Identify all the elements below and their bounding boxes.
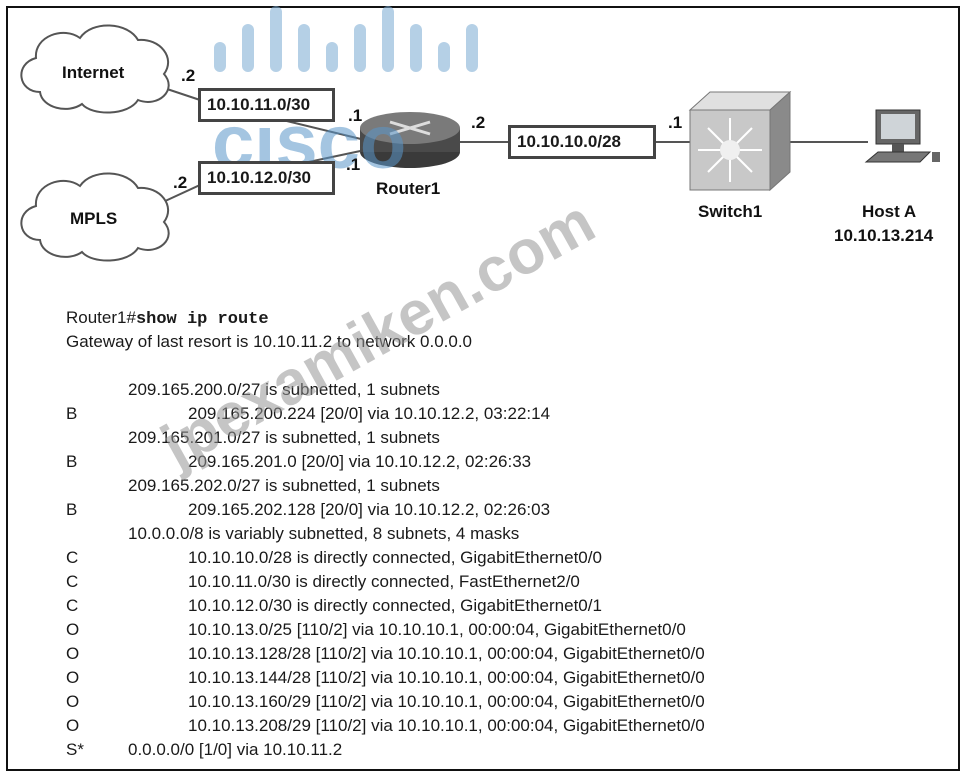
route-code: O xyxy=(66,620,80,639)
route-text: 209.165.202.0/27 is subnetted, 1 subnets xyxy=(128,476,440,495)
router-internet-dot: .1 xyxy=(348,106,363,125)
route-code: O xyxy=(66,716,80,735)
route-text: 10.10.13.160/29 [110/2] via 10.10.10.1, … xyxy=(188,692,705,711)
route-code: O xyxy=(66,668,80,687)
gateway-line: Gateway of last resort is 10.10.11.2 to … xyxy=(66,332,473,351)
route-row: O 10.10.13.208/29 [110/2] via 10.10.10.1,… xyxy=(66,714,705,738)
route-code: B xyxy=(66,452,78,471)
route-row: O 10.10.13.144/28 [110/2] via 10.10.10.1,… xyxy=(66,666,705,690)
switch-label: Switch1 xyxy=(698,202,763,221)
cli-command: show ip route xyxy=(135,310,269,329)
switch-interface-dot: .1 xyxy=(668,113,683,132)
route-row: C 10.10.10.0/28 is directly connected, Gi… xyxy=(66,546,602,570)
subnet-mpls-box: 10.10.12.0/30 xyxy=(198,161,335,195)
route-code: C xyxy=(66,572,79,591)
route-code: O xyxy=(66,692,80,711)
route-row: C 10.10.11.0/30 is directly connected, Fa… xyxy=(66,570,580,594)
route-code: O xyxy=(66,644,80,663)
subnet-lan-box: 10.10.10.0/28 xyxy=(508,125,656,159)
route-text: 10.10.13.208/29 [110/2] via 10.10.10.1, … xyxy=(188,716,705,735)
router-label: Router1 xyxy=(376,179,441,198)
route-text: 10.10.11.0/30 is directly connected, Fas… xyxy=(188,572,580,591)
route-text: 10.10.10.0/28 is directly connected, Gig… xyxy=(188,548,602,567)
route-text: 10.10.13.128/28 [110/2] via 10.10.10.1, … xyxy=(188,644,705,663)
subnet-internet-box: 10.10.11.0/30 xyxy=(198,88,335,122)
route-text: 10.10.13.144/28 [110/2] via 10.10.10.1, … xyxy=(188,668,705,687)
route-row: O 10.10.13.128/28 [110/2] via 10.10.10.1,… xyxy=(66,642,705,666)
route-row: C 10.10.12.0/30 is directly connected, Gi… xyxy=(66,594,602,618)
figure-frame xyxy=(6,6,960,771)
internet-interface-dot: .2 xyxy=(181,66,196,85)
switch-icon xyxy=(688,90,792,192)
cli-prompt: Router1# xyxy=(66,308,136,327)
route-row: B 209.165.200.224 [20/0] via 10.10.12.2, … xyxy=(66,402,550,426)
topology-diagram: cisco xyxy=(20,6,940,262)
host-label: Host A xyxy=(862,202,917,221)
route-row: 10.0.0.0/8 is variably subnetted, 8 subn… xyxy=(66,522,519,546)
route-row: 209.165.201.0/27 is subnetted, 1 subnets xyxy=(66,426,472,450)
command-line: Router1#show ip route xyxy=(66,306,472,330)
host-pc-icon xyxy=(864,109,940,163)
route-text: 10.10.12.0/30 is directly connected, Gig… xyxy=(188,596,602,615)
route-row: O 10.10.13.0/25 [110/2] via 10.10.10.1, 0… xyxy=(66,618,686,642)
route-row: B 209.165.202.128 [20/0] via 10.10.12.2, … xyxy=(66,498,550,522)
mpls-interface-dot: .2 xyxy=(173,173,188,192)
mpls-label: MPLS xyxy=(70,209,118,228)
route-row: B 209.165.201.0 [20/0] via 10.10.12.2, 02… xyxy=(66,450,531,474)
route-text: 209.165.201.0 [20/0] via 10.10.12.2, 02:… xyxy=(188,452,532,471)
route-table: 209.165.200.0/27 is subnetted, 1 subnets… xyxy=(66,378,705,762)
route-code: C xyxy=(66,596,79,615)
mpls-cloud-icon xyxy=(20,172,170,262)
route-text: 209.165.200.224 [20/0] via 10.10.12.2, 0… xyxy=(188,404,551,423)
host-ip-label: 10.10.13.214 xyxy=(834,226,934,245)
route-code: C xyxy=(66,548,79,567)
route-text: 0.0.0.0/0 [1/0] via 10.10.11.2 xyxy=(128,740,343,759)
route-code: B xyxy=(66,404,78,423)
cisco-logo-watermark xyxy=(214,6,478,72)
route-text: 209.165.200.0/27 is subnetted, 1 subnets xyxy=(128,380,440,399)
route-text: 10.10.13.0/25 [110/2] via 10.10.10.1, 00… xyxy=(188,620,686,639)
route-code: B xyxy=(66,500,78,519)
route-row: 209.165.200.0/27 is subnetted, 1 subnets xyxy=(66,378,472,402)
router-mpls-dot: .1 xyxy=(346,155,361,174)
route-row: S* 0.0.0.0/0 [1/0] via 10.10.11.2 xyxy=(66,738,472,762)
internet-cloud-icon xyxy=(20,24,170,114)
route-text: 10.0.0.0/8 is variably subnetted, 8 subn… xyxy=(128,524,520,543)
internet-label: Internet xyxy=(62,63,125,82)
route-text: 209.165.201.0/27 is subnetted, 1 subnets xyxy=(128,428,440,447)
route-row: O 10.10.13.160/29 [110/2] via 10.10.10.1,… xyxy=(66,690,705,714)
route-text: 209.165.202.128 [20/0] via 10.10.12.2, 0… xyxy=(188,500,551,519)
route-code: S* xyxy=(66,740,84,759)
router-lan-dot: .2 xyxy=(471,113,486,132)
show-ip-route-output: Router1#show ip route Gateway of last re… xyxy=(66,306,705,762)
route-row: 209.165.202.0/27 is subnetted, 1 subnets xyxy=(66,474,472,498)
router-icon xyxy=(360,112,460,168)
